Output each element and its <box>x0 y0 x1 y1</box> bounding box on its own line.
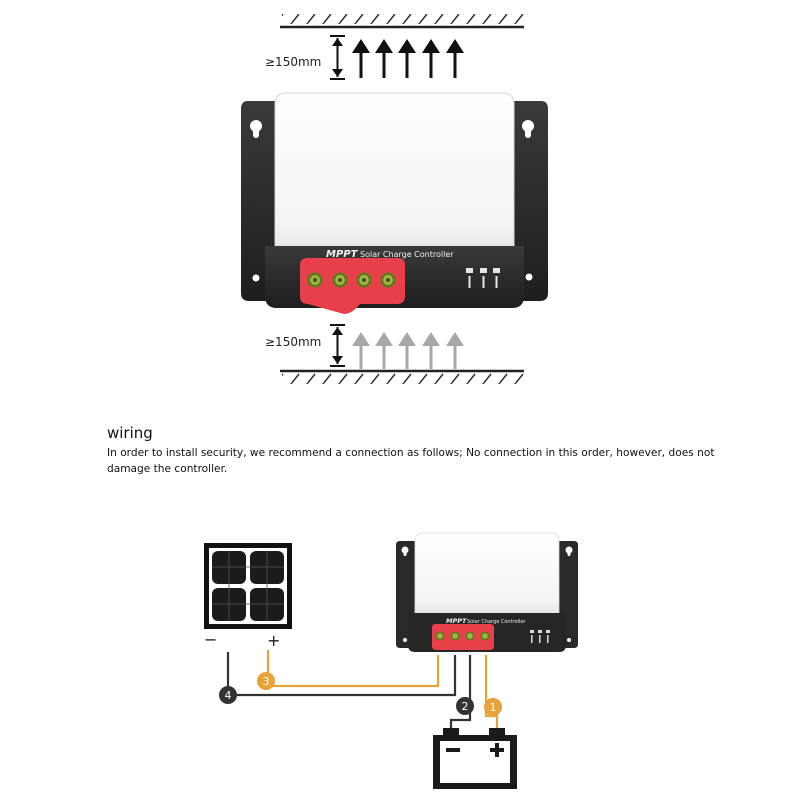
terminal-screw-icon <box>356 272 372 288</box>
solar-panel <box>204 543 292 629</box>
load-indicator-icon <box>493 268 500 288</box>
terminal-screw-icon <box>332 272 348 288</box>
brand-label: MPPT <box>326 249 359 260</box>
wires <box>226 650 499 733</box>
step-badges: 1 2 3 4 <box>219 672 502 716</box>
terminal-screw-icon <box>307 272 323 288</box>
bottom-dimension-marker <box>330 324 345 367</box>
wiring-description: In order to install security, we recomme… <box>107 447 715 475</box>
wire-1-battery-positive <box>484 655 499 733</box>
controller-large: MPPT Solar Charge Controller <box>241 92 548 314</box>
terminal-screw-icon <box>480 631 490 641</box>
status-indicators-small <box>530 630 550 643</box>
terminal-screw-icon <box>380 272 396 288</box>
screw-hole-icon <box>567 638 571 642</box>
screw-hole-icon <box>403 638 407 642</box>
bottom-airflow-arrows <box>352 332 464 369</box>
panel-minus-label: − <box>204 630 217 649</box>
wire-2-battery-negative <box>449 655 472 733</box>
terminal-screw-icon <box>450 631 460 641</box>
bottom-floor <box>280 369 524 384</box>
arrow-up-icon <box>375 39 393 78</box>
top-clearance-label: ≥150mm <box>265 55 321 69</box>
brand-label-small: MPPT <box>446 617 467 625</box>
battery-icon <box>433 728 517 789</box>
terminal-block <box>300 258 405 314</box>
terminal-screws <box>307 272 396 288</box>
screw-hole-icon <box>525 273 533 281</box>
pv-indicator-icon <box>466 268 473 288</box>
step-badge-3: 3 <box>257 672 275 690</box>
arrow-up-icon <box>352 332 370 369</box>
product-label: Solar Charge Controller <box>360 250 454 259</box>
terminal-screws-small <box>435 631 490 641</box>
arrow-up-icon <box>422 332 440 369</box>
arrow-up-icon <box>398 39 416 78</box>
svg-text:1: 1 <box>490 701 497 714</box>
arrow-up-icon <box>375 332 393 369</box>
keyhole-icon <box>250 120 262 138</box>
battery-minus-symbol <box>446 748 460 752</box>
product-label-small: Solar Charge Controller <box>467 619 526 625</box>
keyhole-icon <box>401 546 409 556</box>
step-badge-2: 2 <box>456 697 474 715</box>
screw-hole-icon <box>252 274 260 282</box>
status-indicators <box>466 268 500 288</box>
arrow-up-icon <box>398 332 416 369</box>
bottom-clearance-label: ≥150mm <box>265 335 321 349</box>
terminal-screw-icon <box>435 631 445 641</box>
battery-indicator-icon <box>480 268 487 288</box>
terminal-screw-icon <box>465 631 475 641</box>
svg-text:3: 3 <box>263 675 270 688</box>
arrow-up-icon <box>446 332 464 369</box>
wiring-heading: wiring <box>107 424 153 442</box>
arrow-up-icon <box>446 39 464 78</box>
step-badge-4: 4 <box>219 686 237 704</box>
arrow-up-icon <box>352 39 370 78</box>
wire-3-panel-positive <box>266 650 440 688</box>
top-airflow-arrows <box>352 39 464 78</box>
wire-4-panel-negative <box>226 652 457 697</box>
svg-text:4: 4 <box>225 689 232 702</box>
arrow-up-icon <box>422 39 440 78</box>
keyhole-icon <box>565 546 573 556</box>
svg-text:2: 2 <box>462 700 469 713</box>
step-badge-1: 1 <box>484 698 502 716</box>
panel-plus-label: + <box>267 631 280 650</box>
terminal-block-small <box>432 624 494 650</box>
keyhole-icon <box>522 120 534 138</box>
controller-small: MPPT Solar Charge Controller <box>396 532 578 652</box>
top-ceiling <box>280 14 524 29</box>
top-dimension-marker <box>330 35 345 80</box>
